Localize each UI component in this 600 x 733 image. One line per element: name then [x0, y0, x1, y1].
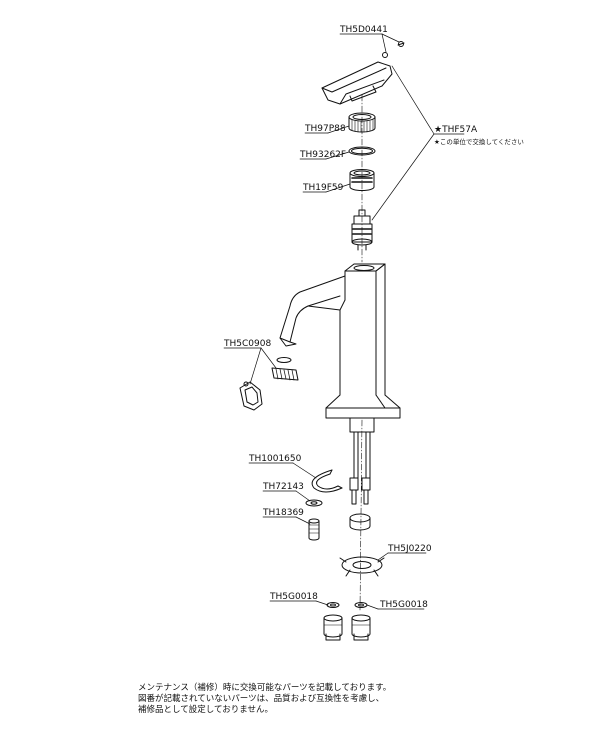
- part-labels: TH5D0441 TH97P88 TH93262F TH19F59 ★THF57…: [223, 25, 524, 610]
- part-label-th5g0018-right: TH5G0018: [379, 600, 428, 610]
- part-label-th72143: TH72143: [262, 482, 304, 492]
- part-label-th5j0220: TH5J0220: [387, 544, 432, 554]
- horseshoe-clip-drawing: [311, 469, 343, 493]
- footer-note-line-2: 図番が記載されていないパーツは、品質および互換性を考慮し、: [138, 694, 385, 704]
- footer-note-line-1: メンテナンス（補修）時に交換可能なパーツを記載しております。: [138, 683, 392, 693]
- faucet-body-drawing: [279, 263, 401, 433]
- washer-drawing: [305, 499, 323, 507]
- handle-lever-drawing: [321, 41, 405, 105]
- cartridge-drawing: [351, 209, 373, 251]
- nut-left-drawing: [323, 614, 343, 641]
- stud-bolt-drawing: [308, 518, 320, 541]
- part-label-th5d0441: TH5D0441: [339, 25, 388, 35]
- part-label-thf57a: ★THF57A: [434, 125, 478, 135]
- part-label-th18369: TH18369: [262, 508, 304, 518]
- nut-right-drawing: [351, 614, 371, 641]
- supply-hoses-drawing: [349, 431, 371, 531]
- part-label-th1001650: TH1001650: [248, 454, 302, 464]
- leader-lines: [223, 33, 465, 610]
- aerator-drawing: [271, 357, 299, 381]
- locking-plate-drawing: [339, 556, 385, 577]
- footer-note-line-3: 補修品として設定しておりません。: [138, 705, 273, 715]
- cap-drawing: [348, 112, 376, 133]
- part-label-th93262f: TH93262F: [299, 150, 346, 160]
- o-ring-drawing: [348, 146, 376, 156]
- part-label-th19f59: TH19F59: [302, 183, 344, 193]
- aerator-wrench-drawing: [239, 381, 263, 411]
- part-label-th97p88: TH97P88: [304, 124, 346, 134]
- gasket-left-drawing: [326, 602, 340, 608]
- part-label-th5g0018-left: TH5G0018: [269, 592, 318, 602]
- part-label-th5c0908: TH5C0908: [223, 339, 271, 349]
- ring-nut-drawing: [349, 169, 375, 191]
- thf57a-replacement-note: ★この単位で交換してください: [434, 137, 524, 146]
- gasket-right-drawing: [354, 602, 368, 608]
- center-axis: [359, 94, 363, 611]
